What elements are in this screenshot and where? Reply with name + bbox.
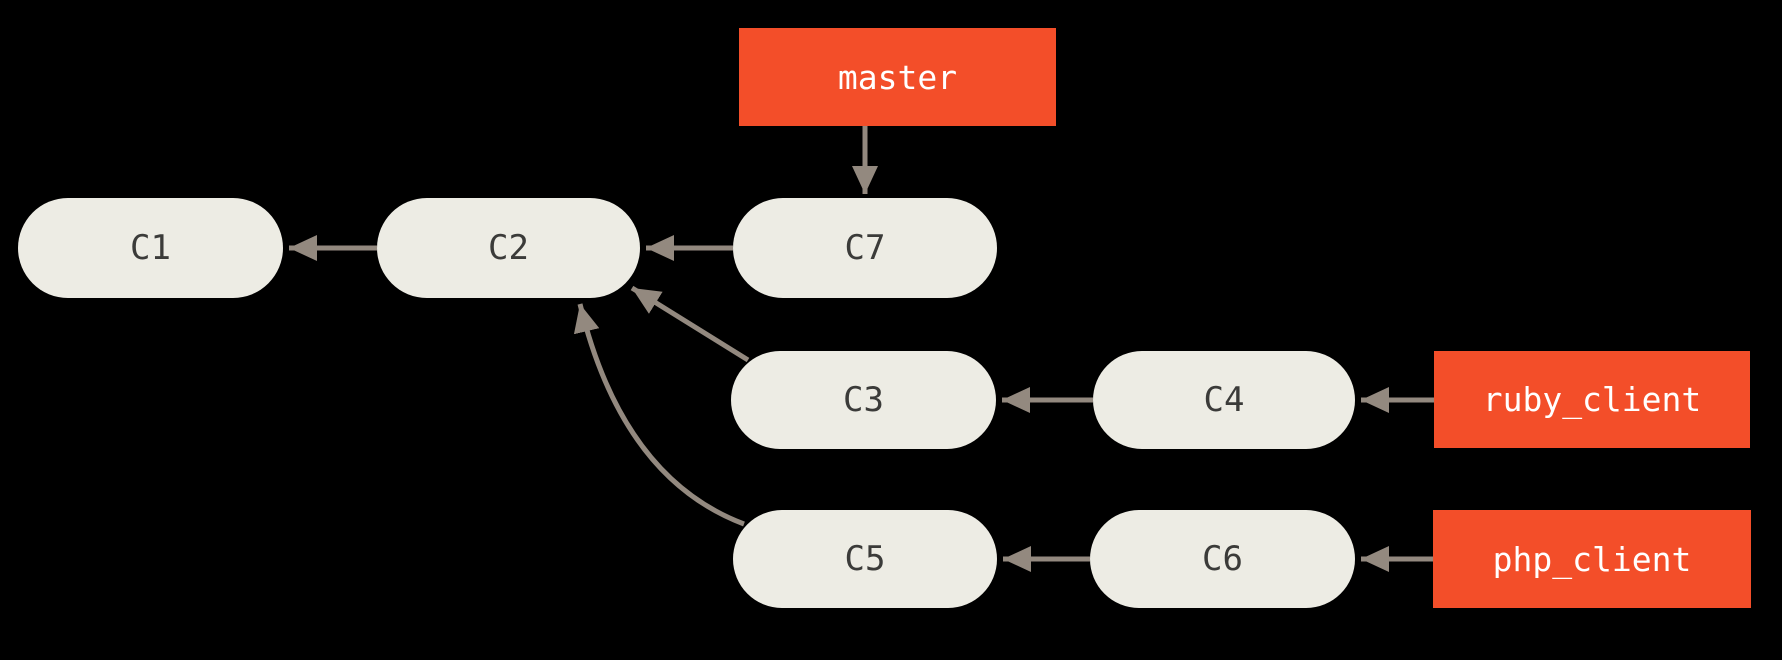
commit-node-c4: C4	[1093, 351, 1355, 449]
branch-label-text-php_client: php_client	[1492, 539, 1692, 579]
commit-node-c5: C5	[733, 510, 997, 608]
commit-node-c1: C1	[18, 198, 283, 298]
branch-label-text-master: master	[837, 57, 958, 97]
commit-label-c1: C1	[130, 228, 171, 268]
commit-node-c2: C2	[377, 198, 640, 298]
branch-label-php_client: php_client	[1433, 510, 1751, 608]
commit-label-c2: C2	[488, 228, 529, 268]
branch-label-ruby_client: ruby_client	[1434, 351, 1750, 448]
edge-c3-to-c2	[630, 285, 750, 363]
commit-node-c6: C6	[1090, 510, 1355, 608]
branch-label-text-ruby_client: ruby_client	[1482, 380, 1702, 419]
branch-label-master: master	[739, 28, 1056, 126]
commit-label-c6: C6	[1202, 539, 1243, 579]
commit-label-c4: C4	[1203, 380, 1245, 420]
edge-c5-to-c2	[573, 303, 745, 527]
commit-node-c3: C3	[731, 351, 996, 449]
commit-label-c3: C3	[843, 380, 884, 420]
commit-label-c7: C7	[844, 228, 886, 268]
commit-label-c5: C5	[844, 539, 886, 579]
commit-node-c7: C7	[733, 198, 997, 298]
